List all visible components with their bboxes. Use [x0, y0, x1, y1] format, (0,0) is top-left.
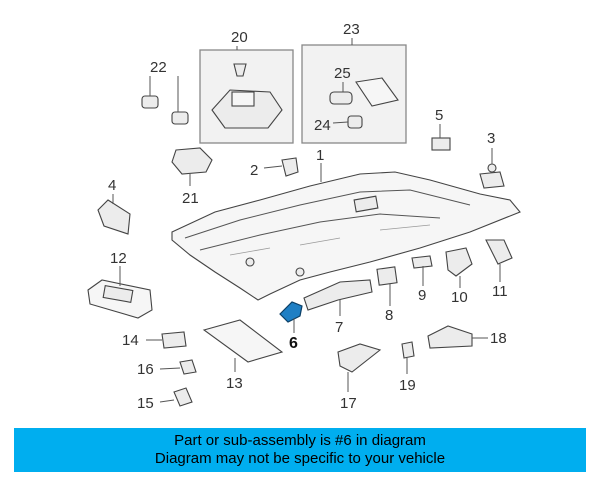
label-part-15: 15	[137, 395, 154, 412]
label-part-2: 2	[250, 162, 258, 179]
label-part-13: 13	[226, 375, 243, 392]
label-part-21: 21	[182, 190, 199, 207]
label-part-1: 1	[316, 147, 324, 164]
banner-line-1: Part or sub-assembly is #6 in diagram	[174, 432, 426, 449]
clip-part-2[interactable]	[281, 157, 299, 177]
highlighted-part-6[interactable]	[279, 301, 303, 323]
label-part-14: 14	[122, 332, 139, 349]
label-part-25: 25	[334, 65, 351, 82]
handle-part-18[interactable]	[427, 325, 473, 349]
label-part-16: 16	[137, 361, 154, 378]
label-part-7: 7	[335, 319, 343, 336]
bracket-part-11[interactable]	[485, 239, 513, 265]
sun-visor-part-12[interactable]	[87, 279, 153, 319]
label-part-19: 19	[399, 377, 416, 394]
label-part-5: 5	[435, 107, 443, 124]
headliner-part-1[interactable]	[171, 171, 521, 301]
label-part-4: 4	[108, 177, 116, 194]
panel-part-13[interactable]	[202, 319, 284, 363]
clip-part-19[interactable]	[401, 341, 415, 359]
rail-part-7[interactable]	[303, 279, 373, 311]
label-part-6: 6	[289, 335, 298, 352]
label-part-10: 10	[451, 289, 468, 306]
hook-part-3[interactable]	[479, 163, 505, 189]
label-part-8: 8	[385, 307, 393, 324]
label-part-17: 17	[340, 395, 357, 412]
label-part-20: 20	[231, 29, 248, 46]
info-banner: Part or sub-assembly is #6 in diagram Di…	[14, 428, 586, 472]
label-part-12: 12	[110, 250, 127, 267]
dome-light-part-20[interactable]	[211, 63, 283, 129]
pad-part-14[interactable]	[161, 331, 187, 349]
handle-part-4[interactable]	[97, 199, 131, 235]
label-part-9: 9	[418, 287, 426, 304]
connector-part-22[interactable]	[141, 95, 189, 125]
label-part-11: 11	[492, 283, 508, 300]
bracket-part-21[interactable]	[171, 147, 213, 175]
clip-part-16[interactable]	[179, 359, 197, 375]
clip-part-9[interactable]	[411, 255, 433, 269]
label-part-24: 24	[314, 117, 331, 134]
label-part-3: 3	[487, 130, 495, 147]
leader-lines	[112, 38, 501, 403]
lamp-part-25[interactable]	[329, 77, 399, 107]
trim-part-10[interactable]	[445, 247, 473, 277]
label-part-18: 18	[490, 330, 507, 347]
label-part-23: 23	[343, 21, 360, 38]
banner-line-2: Diagram may not be specific to your vehi…	[154, 450, 446, 467]
bracket-part-15[interactable]	[173, 387, 193, 407]
handle-part-17[interactable]	[337, 343, 382, 373]
bulb-part-24[interactable]	[347, 115, 363, 129]
pad-part-5[interactable]	[431, 137, 451, 151]
parts-diagram: 20 23 25 24 22 21 2 1 3 5 4 12 6 7 8 9 1…	[87, 21, 521, 412]
cover-part-8[interactable]	[376, 266, 398, 286]
label-part-22: 22	[150, 59, 167, 76]
